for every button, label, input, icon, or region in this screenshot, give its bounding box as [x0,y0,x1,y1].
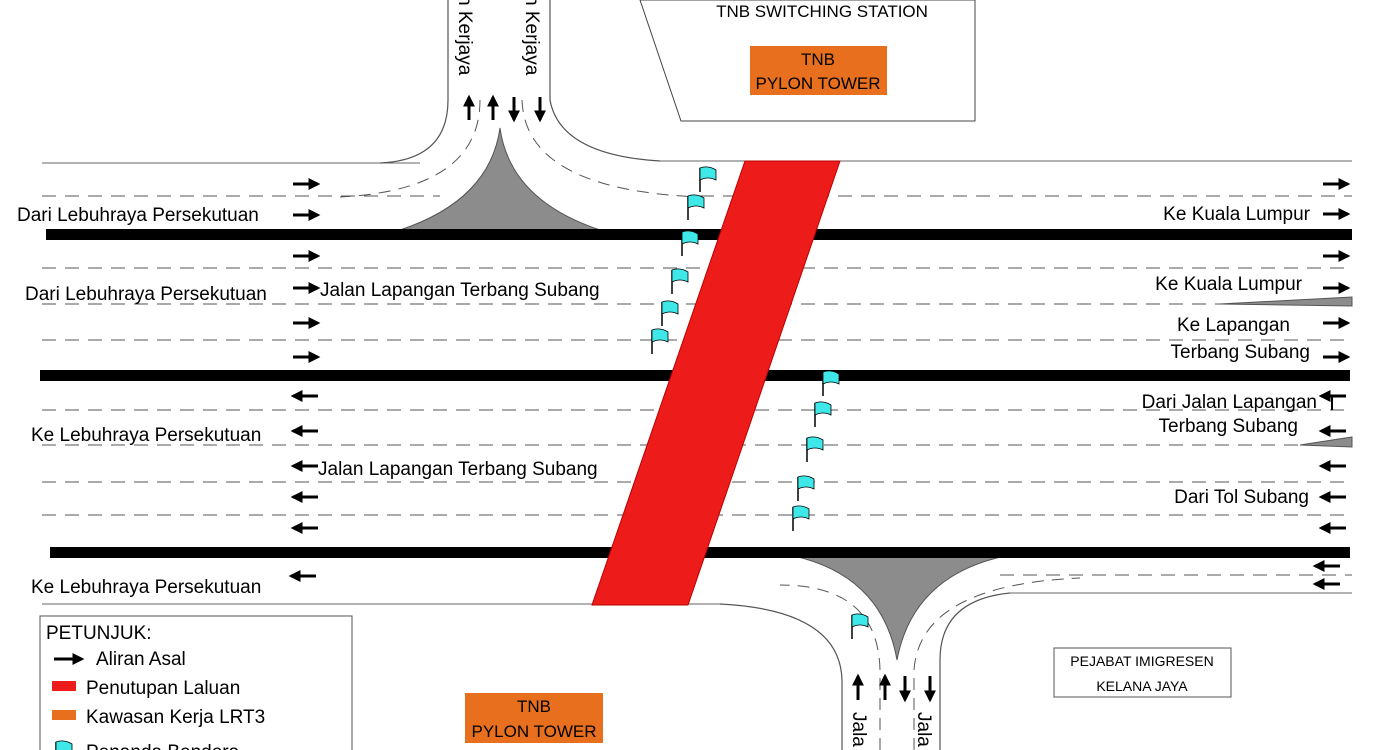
label-dari-2: Dari Lebuhraya Persekutuan [25,284,267,305]
legend-flag-icon [55,740,73,750]
road-closure-band [591,160,841,606]
flag-icon [651,328,669,354]
arrows-left-westbound [288,390,318,582]
taper-wedge-lower [1299,436,1353,448]
flag-icon [822,370,840,396]
pylon-top-line2: PYLON TOWER [755,74,880,93]
immigration-line2: KELANA JAYA [1096,678,1188,694]
label-ke-1: Ke Lebuhraya Persekutuan [31,425,261,446]
immigration-office-box [1053,647,1232,698]
label-jalan-1: Jalan Lapangan Terbang Subang [320,280,600,301]
bottom-side-road-left-edge [719,603,843,750]
flag-icon [699,166,717,192]
flag-icon [814,401,832,427]
pylon-bottom-line2: PYLON TOWER [471,722,596,741]
label-dari-jalan-a: Dari Jalan Lapangan [1142,392,1317,413]
top-median-island [399,127,601,231]
flag-markers-left [651,166,717,354]
flag-icon [681,230,699,256]
side-road-label-top-left: n Kerjaya [454,0,475,76]
side-road-label-bottom-left: Jala [848,712,869,747]
pylon-tower-bottom [465,693,603,743]
station-title: TNB SWITCHING STATION [716,2,928,21]
pylon-tower-top [750,46,887,95]
flag-icon [851,613,869,639]
top-side-road-left-edge [379,0,449,164]
taper-wedge-upper [1219,296,1353,307]
divider-1 [46,229,1352,240]
immigration-line1: PEJABAT IMIGRESEN [1070,653,1213,669]
legend-orange-symbol [52,710,76,720]
side-road-label-top-right: n Kerjaya [521,0,542,76]
pylon-bottom-line1: TNB [517,697,551,716]
flag-icon [792,505,810,531]
pylon-top-line1: TNB [801,50,835,69]
flag-icon [671,268,689,294]
label-lap-1b: Terbang Subang [1171,342,1310,363]
flag-markers-right [792,370,869,639]
bottom-side-road-dash-left [779,584,881,750]
legend-item-2: Penutupan Laluan [86,678,240,699]
flag-icon [687,194,705,220]
legend-box [39,615,353,750]
legend-item-1: Aliran Asal [96,649,186,670]
label-dari-1: Dari Lebuhraya Persekutuan [17,205,259,226]
arrows-top-side-road [463,94,546,123]
side-road-label-bottom-right: Jala [913,712,934,747]
label-lap-1a: Ke Lapangan [1177,315,1290,336]
legend-item-3: Kawasan Kerja LRT3 [86,707,265,728]
top-side-road-right-edge [549,0,661,162]
legend-red-symbol [52,681,76,691]
arrows-bottom-side-road [852,673,936,703]
arrows-right-eastbound [1323,178,1351,363]
top-side-road-dash-right [521,99,701,198]
label-kl-1: Ke Kuala Lumpur [1163,204,1310,225]
label-jalan-2: Jalan Lapangan Terbang Subang [318,459,598,480]
legend-item-4: Penanda Bendera [86,742,240,750]
flag-icon [661,300,679,326]
label-kl-2: Ke Kuala Lumpur [1155,274,1302,295]
bottom-side-road-dash-right [913,577,1081,750]
top-side-road-dash-left [339,99,481,198]
arrows-right-westbound [1312,390,1346,590]
label-dari-jalan-b: Terbang Subang [1159,416,1298,437]
bottom-side-road-right-edge [939,592,1011,750]
flag-icon [797,475,815,501]
legend-title: PETUNJUK: [46,623,152,644]
arrows-left-eastbound [293,178,321,363]
label-tol: Dari Tol Subang [1174,487,1309,508]
flag-icon [806,436,824,462]
bottom-median-island [769,551,1031,661]
label-ke-2: Ke Lebuhraya Persekutuan [31,577,261,598]
